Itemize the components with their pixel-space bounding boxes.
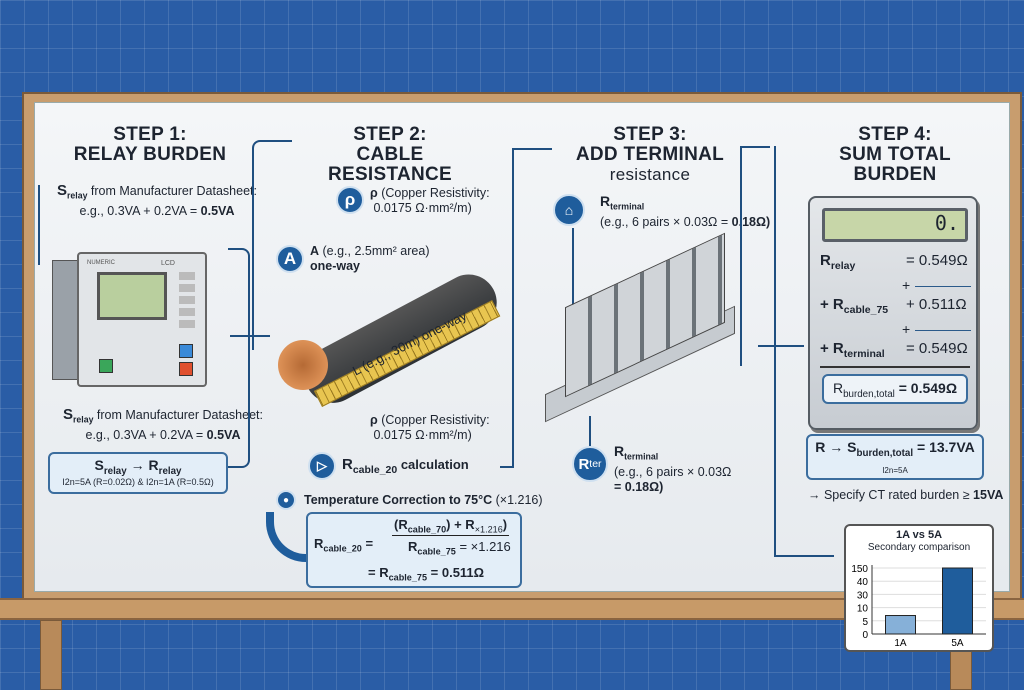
bar-5A	[942, 567, 973, 635]
board-leg	[40, 620, 62, 690]
x-tick-label: 5A	[951, 638, 964, 649]
relay-conversion-box: Srelay → Rrelay I2n=5A (R=0.02Ω) & I2n=1…	[48, 452, 228, 494]
connector-line	[512, 148, 552, 150]
step4-title: STEP 4:SUM TOTAL BURDEN	[839, 124, 951, 185]
plus-sign: +	[902, 277, 911, 293]
rho-label-2: ρ (Copper Resistivity: 0.0175 Ω·mm²/m)	[370, 413, 490, 442]
area-icon: A	[276, 245, 304, 273]
calc-row-terminal: + Rterminal= 0.549Ω	[820, 340, 968, 360]
step2-title: STEP 2:CABLE RESISTANCE	[327, 124, 453, 185]
connector-line	[252, 140, 292, 350]
plus-sign: +	[902, 321, 911, 337]
play-icon: ▷	[308, 452, 336, 480]
x-tick-label: 1A	[894, 638, 907, 649]
y-tick-label: 30	[857, 590, 869, 601]
y-tick-label: 0	[862, 630, 868, 641]
chart-plot: 0 5 10 30 40 150 1A 5A	[851, 564, 986, 649]
area-label: A (e.g., 2.5mm² area)one-way	[310, 244, 430, 273]
rho-icon: ρ	[336, 186, 364, 214]
connector-line	[500, 466, 514, 468]
chart-subtitle: Secondary comparison	[867, 542, 971, 553]
y-tick-label: 5	[862, 617, 868, 628]
y-tick-label: 150	[851, 564, 868, 575]
connector-line	[38, 185, 40, 265]
y-tick-label: 40	[857, 577, 869, 588]
chart-title: 1A vs 5A	[895, 529, 943, 541]
arrow-right-icon	[774, 555, 834, 557]
comparison-chart: 1A vs 5A Secondary comparison 0 5 10 30 40 15…	[844, 524, 994, 652]
connector-line	[774, 146, 776, 556]
total-burden-result: Rburden,total = 0.549Ω	[822, 374, 968, 404]
connector-line	[572, 228, 574, 318]
bar-1A	[885, 615, 916, 635]
relay-device-illustration: NUMERIC LCD	[52, 240, 212, 390]
step1-note-bottom: Srelay from Manufacturer Datasheet: e.g.…	[63, 406, 263, 442]
arrow-right-icon	[758, 345, 804, 347]
calc-row-relay: Rrelay= 0.549Ω	[820, 252, 968, 272]
arrow-right-icon	[230, 335, 270, 337]
ct-spec-note: → Specify CT rated burden ≥ 15VA	[808, 488, 1004, 502]
connector-line	[740, 146, 742, 366]
calculator-display: 0.	[822, 208, 968, 242]
cable-calc-label: Rcable_20 calculation	[342, 456, 469, 476]
va-result-box: R → Sburden,total = 13.7VA I2n=5A	[806, 434, 984, 480]
dot-icon: ●	[276, 490, 296, 510]
terminal-label-bottom: Rterminal(e.g., 6 pairs × 0.03Ω= 0.18Ω)	[614, 443, 732, 494]
temp-correction-title: Temperature Correction to 75°C (×1.216)	[304, 493, 543, 507]
cable-illustration	[278, 264, 518, 413]
calc-row-cable: + Rcable_75+ 0.511Ω	[820, 296, 967, 316]
step1-title: STEP 1:RELAY BURDEN	[73, 124, 227, 165]
y-tick-label: 10	[857, 604, 869, 615]
terminal-block-illustration	[545, 232, 735, 423]
calculator: 0. Rrelay= 0.549Ω + + Rcable_75+ 0.511Ω …	[808, 196, 978, 430]
terminal-label-top: Rterminal(e.g., 6 pairs × 0.03Ω = 0.18Ω)	[600, 193, 771, 229]
terminal-icon: ⌂	[553, 194, 585, 226]
rho-label: ρ (Copper Resistivity: 0.0175 Ω·mm²/m)	[370, 186, 490, 215]
connector-arrow	[589, 416, 591, 446]
board-ledge	[0, 598, 1024, 620]
connector-line	[228, 248, 250, 468]
step1-note-top: Srelay from Manufacturer Datasheet: e.g.…	[57, 182, 257, 218]
temperature-formula-box: Rcable_20 = (Rcable_70) + R×1.216) Rcabl…	[306, 512, 522, 588]
connector-line	[512, 148, 514, 468]
